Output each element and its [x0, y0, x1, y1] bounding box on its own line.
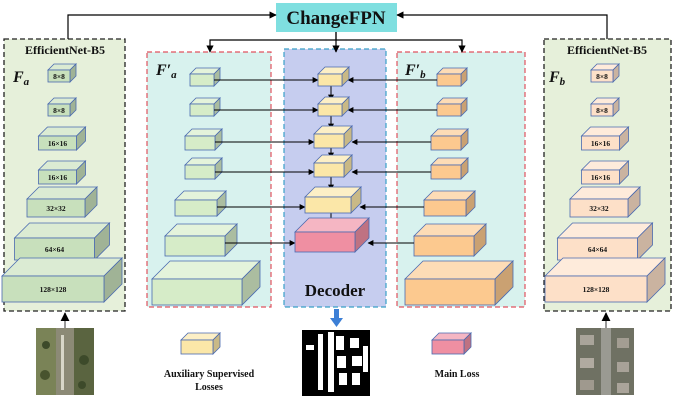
fpn-right-label: F′b — [404, 62, 426, 81]
fpn-left-label: F′a — [155, 62, 177, 81]
left-encoder-scale-label: 8×8 — [53, 106, 65, 115]
decoder-block-2 — [313, 125, 353, 149]
title-to-fpn-right-line — [336, 39, 466, 53]
right-encoder-stack: 8×8 8×8 16×16 16×16 32×32 64×64 128×128 — [544, 63, 666, 303]
decoder-block-1 — [317, 96, 350, 117]
left-encoder-scale-label: 128×128 — [40, 285, 67, 294]
right-encoder-block-2 — [580, 126, 630, 151]
fpn-left-block-4 — [174, 190, 227, 217]
legend-main-loss: Main Loss — [435, 369, 480, 380]
decoder-output-arrow-shaft — [334, 309, 339, 319]
left-encoder-header: EfficientNet-B5 — [25, 43, 105, 57]
fpn-right-block-4 — [423, 190, 476, 217]
legend-main-cube — [431, 332, 472, 355]
left-encoder-scale-label: 16×16 — [48, 139, 68, 148]
fpn-right-block-6 — [404, 260, 514, 306]
legend-main-block — [431, 332, 472, 355]
fpn-left-block-2 — [184, 128, 223, 151]
decoder-block-4 — [304, 186, 362, 214]
fpn-left-block-1 — [189, 97, 221, 117]
right-encoder-block-1 — [590, 97, 620, 117]
legend-aux-cube — [180, 332, 221, 355]
fpn-left-block-0 — [189, 67, 221, 87]
left-encoder-scale-label: 64×64 — [45, 245, 65, 254]
fpn-right-block-3 — [430, 157, 469, 180]
left-encoder-block-2 — [37, 126, 87, 151]
fpn-right-stack — [404, 67, 514, 306]
decoder-stack — [294, 66, 370, 253]
right-encoder-block-0 — [590, 63, 620, 83]
fpn-left-block-6 — [151, 260, 261, 306]
left-encoder-block-3 — [37, 160, 87, 185]
right-encoder-block-5 — [556, 222, 654, 261]
fpn-right-block-0 — [436, 67, 468, 87]
fpn-left-block-5 — [164, 223, 238, 257]
decoder-panel — [283, 48, 387, 308]
title-to-left-encoder-line — [67, 11, 277, 39]
legend-aux-line1: Auxiliary Supervised — [164, 369, 255, 380]
title-text: ChangeFPN — [286, 8, 386, 29]
left-encoder-label: Fa — [12, 69, 30, 88]
left-encoder-scale-label: 8×8 — [53, 72, 65, 81]
fpn-right-block-2 — [430, 128, 469, 151]
left-encoder-block-5 — [13, 222, 111, 261]
legend-aux-block — [180, 332, 221, 355]
decoder-output-arrow-head — [330, 318, 343, 327]
right-encoder-scale-label: 16×16 — [591, 139, 611, 148]
right-encoder-scale-label: 32×32 — [589, 204, 609, 213]
decoder-label: Decoder — [305, 281, 366, 300]
input-image-b — [576, 328, 634, 395]
right-encoder-scale-label: 8×8 — [596, 72, 608, 81]
input-image-a — [36, 328, 94, 395]
decoder-block-3 — [313, 154, 353, 178]
left-encoder-scale-label: 32×32 — [46, 204, 66, 213]
decoder-block-5 — [294, 217, 370, 253]
decoder-block-0 — [317, 66, 350, 87]
left-encoder-block-0 — [47, 63, 77, 83]
right-encoder-block-6 — [544, 257, 666, 303]
right-encoder-scale-label: 64×64 — [588, 245, 608, 254]
fpn-left-block-3 — [184, 157, 223, 180]
left-encoder-stack: 8×8 8×8 16×16 16×16 32×32 64×64 128×128 — [1, 63, 123, 303]
right-encoder-label: Fb — [548, 69, 566, 88]
title-to-right-encoder-line — [396, 11, 608, 39]
right-encoder-scale-label: 128×128 — [583, 285, 610, 294]
right-encoder-block-4 — [569, 186, 641, 218]
decoder-arrows — [214, 77, 437, 246]
fpn-right-block-1 — [436, 97, 468, 117]
fpn-right-block-5 — [413, 223, 487, 257]
right-encoder-header: EfficientNet-B5 — [567, 43, 647, 57]
left-encoder-block-1 — [47, 97, 77, 117]
left-encoder-block-6 — [1, 257, 123, 303]
change-map-output — [302, 330, 370, 396]
right-encoder-scale-label: 8×8 — [596, 106, 608, 115]
right-encoder-scale-label: 16×16 — [591, 173, 611, 182]
left-encoder-block-4 — [26, 186, 98, 218]
right-encoder-block-3 — [580, 160, 630, 185]
legend-aux-line2: Losses — [195, 382, 223, 393]
title-box — [276, 3, 397, 32]
left-encoder-scale-label: 16×16 — [48, 173, 68, 182]
